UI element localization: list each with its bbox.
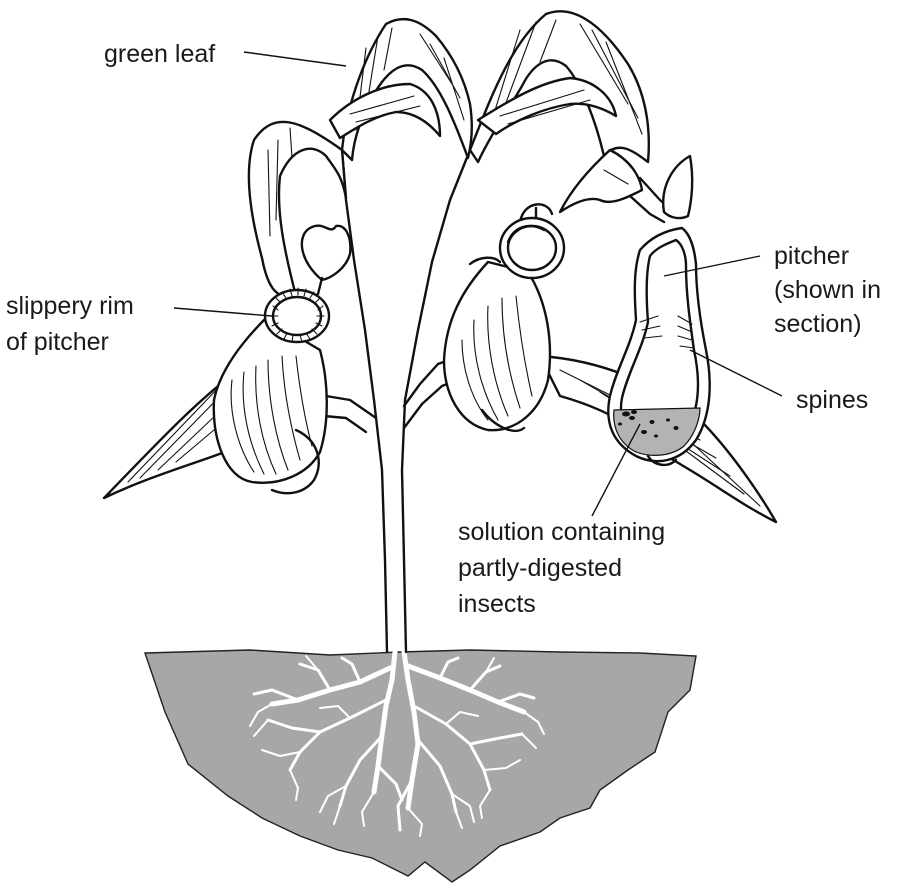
soil (145, 650, 696, 882)
label-slippery-rim-line2: of pitcher (6, 328, 109, 356)
label-solution-line1: solution containing (458, 518, 665, 546)
label-pitcher-line1: pitcher (774, 242, 849, 270)
pitcher-middle (444, 204, 564, 430)
label-slippery-rim-line1: slippery rim (6, 292, 134, 320)
label-pitcher-line3: section) (774, 310, 862, 338)
label-solution-line2: partly-digested (458, 554, 622, 582)
label-solution-line3: insects (458, 590, 536, 618)
leaf-upper-inner (330, 84, 440, 138)
pitcher-section (608, 156, 709, 465)
label-green-leaf: green leaf (104, 40, 215, 68)
labels: green leaf slippery rim of pitcher pitch… (6, 40, 881, 618)
stem (310, 150, 470, 652)
leaf-right-tendril (560, 150, 674, 222)
label-spines: spines (796, 386, 868, 414)
label-pitcher-line2: (shown in (774, 276, 881, 304)
